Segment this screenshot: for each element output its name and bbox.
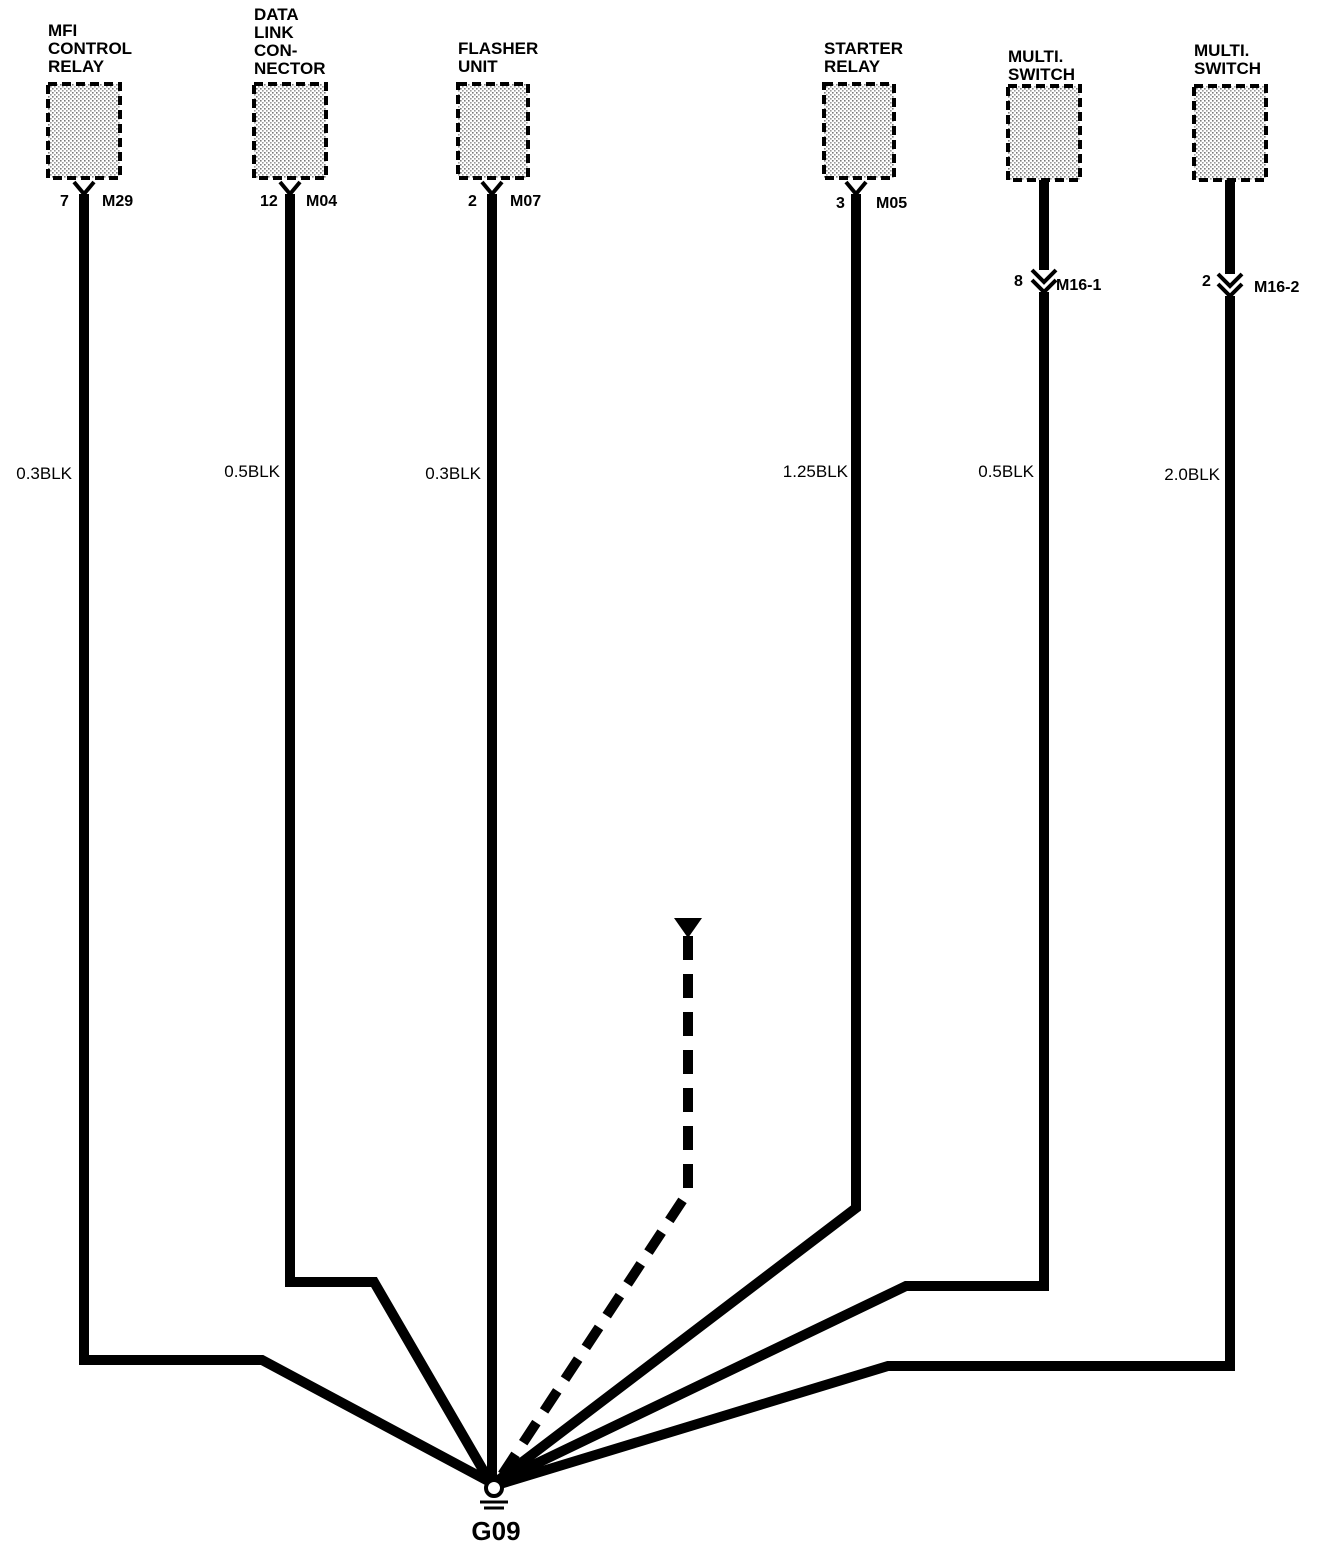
inline-connector-icon [1216,272,1244,299]
ground-terminal-icon [484,1478,504,1498]
pin-number: 8 [1014,273,1023,290]
svg-text:MULTI. SWITCH: MULTI. SWITCH [1008,47,1075,84]
component-name-line: RELAY [824,57,881,76]
component-name-line: MULTI. [1194,41,1249,60]
component-box [1192,84,1268,182]
connector-terminal-icon [278,180,302,198]
ground-label: G09 [471,1516,520,1546]
component-box [822,82,896,180]
component-name-line: RELAY [48,57,105,76]
component-name-line: SWITCH [1194,59,1261,78]
component-name-line: FLASHER [458,39,538,58]
wire-0-5blk [285,194,495,1485]
component-box [252,82,328,180]
wire-spec-label: 0.5BLK [978,462,1034,481]
pin-number: 3 [836,195,845,212]
svg-text:STARTER RELAY: STARTER RELAY [824,39,908,76]
wire-spec-label: 0.5BLK [224,462,280,481]
connector-id: M16-2 [1254,279,1299,296]
wire-spec-label: 2.0BLK [1164,465,1220,484]
component-name-line: STARTER [824,39,903,58]
ground-point: G09 [471,1478,521,1546]
component-box [46,82,122,180]
svg-text:MFI CONTROL RELAY: MFI CONTROL RELAY [48,21,136,76]
continuation-wire [495,918,702,1481]
component-data-link-connector: DATA LINK CON- NECTOR 12 M04 0.5BLK [224,5,495,1485]
connector-id: M05 [876,195,907,212]
svg-text:DATA LINK CON-: DATA LINK CON- NECTOR [254,5,325,78]
component-name-line: NECTOR [254,59,325,78]
wire-spec-label: 0.3BLK [425,464,481,483]
inline-connector-icon [1030,268,1058,295]
component-name-line: SWITCH [1008,65,1075,84]
wire-2-0blk [498,296,1235,1489]
connector-id: M16-1 [1056,277,1101,294]
wire-spec-label: 0.3BLK [16,464,72,483]
connector-id: M04 [306,193,337,210]
pin-number: 2 [468,193,477,210]
component-box [1006,84,1082,182]
component-name-line: LINK [254,23,294,42]
wire-0-5blk-switch [495,292,1049,1487]
pin-number: 12 [260,193,278,210]
connector-id: M29 [102,193,133,210]
connector-terminal-icon [480,180,504,198]
component-name-line: MFI [48,21,77,40]
component-mfi-control-relay: MFI CONTROL RELAY 7 M29 0.3BLK [16,21,493,1487]
dashed-wire [495,936,693,1481]
wire-0-3blk [79,194,493,1487]
component-name-line: UNIT [458,57,498,76]
wire-spec-label: 1.25BLK [783,462,849,481]
component-name-line: CONTROL [48,39,132,58]
component-name-line: MULTI. [1008,47,1063,66]
component-box [456,82,530,180]
connector-id: M07 [510,193,541,210]
connector-terminal-icon [844,180,868,198]
component-name-line: DATA [254,5,298,24]
connector-terminal-icon [72,180,96,198]
pin-number: 2 [1202,273,1211,290]
component-flasher-unit: FLASHER UNIT 2 M07 0.3BLK [425,39,543,1482]
component-starter-relay: STARTER RELAY 3 M05 1.25BLK [492,39,908,1486]
svg-text:FLASHER UNIT: FLASHER UNIT [458,39,543,76]
component-multi-switch-2: MULTI. SWITCH 2 M16-2 2.0BLK [498,41,1299,1489]
component-name-line: CON- [254,41,297,60]
svg-text:MULTI. SWITCH: MULTI. SWITCH [1194,41,1261,78]
pin-number: 7 [60,193,69,210]
component-multi-switch-1: MULTI. SWITCH 8 M16-1 0.5BLK [495,47,1101,1487]
wire-1-25blk [492,194,861,1486]
continuation-arrow-icon [674,918,702,938]
